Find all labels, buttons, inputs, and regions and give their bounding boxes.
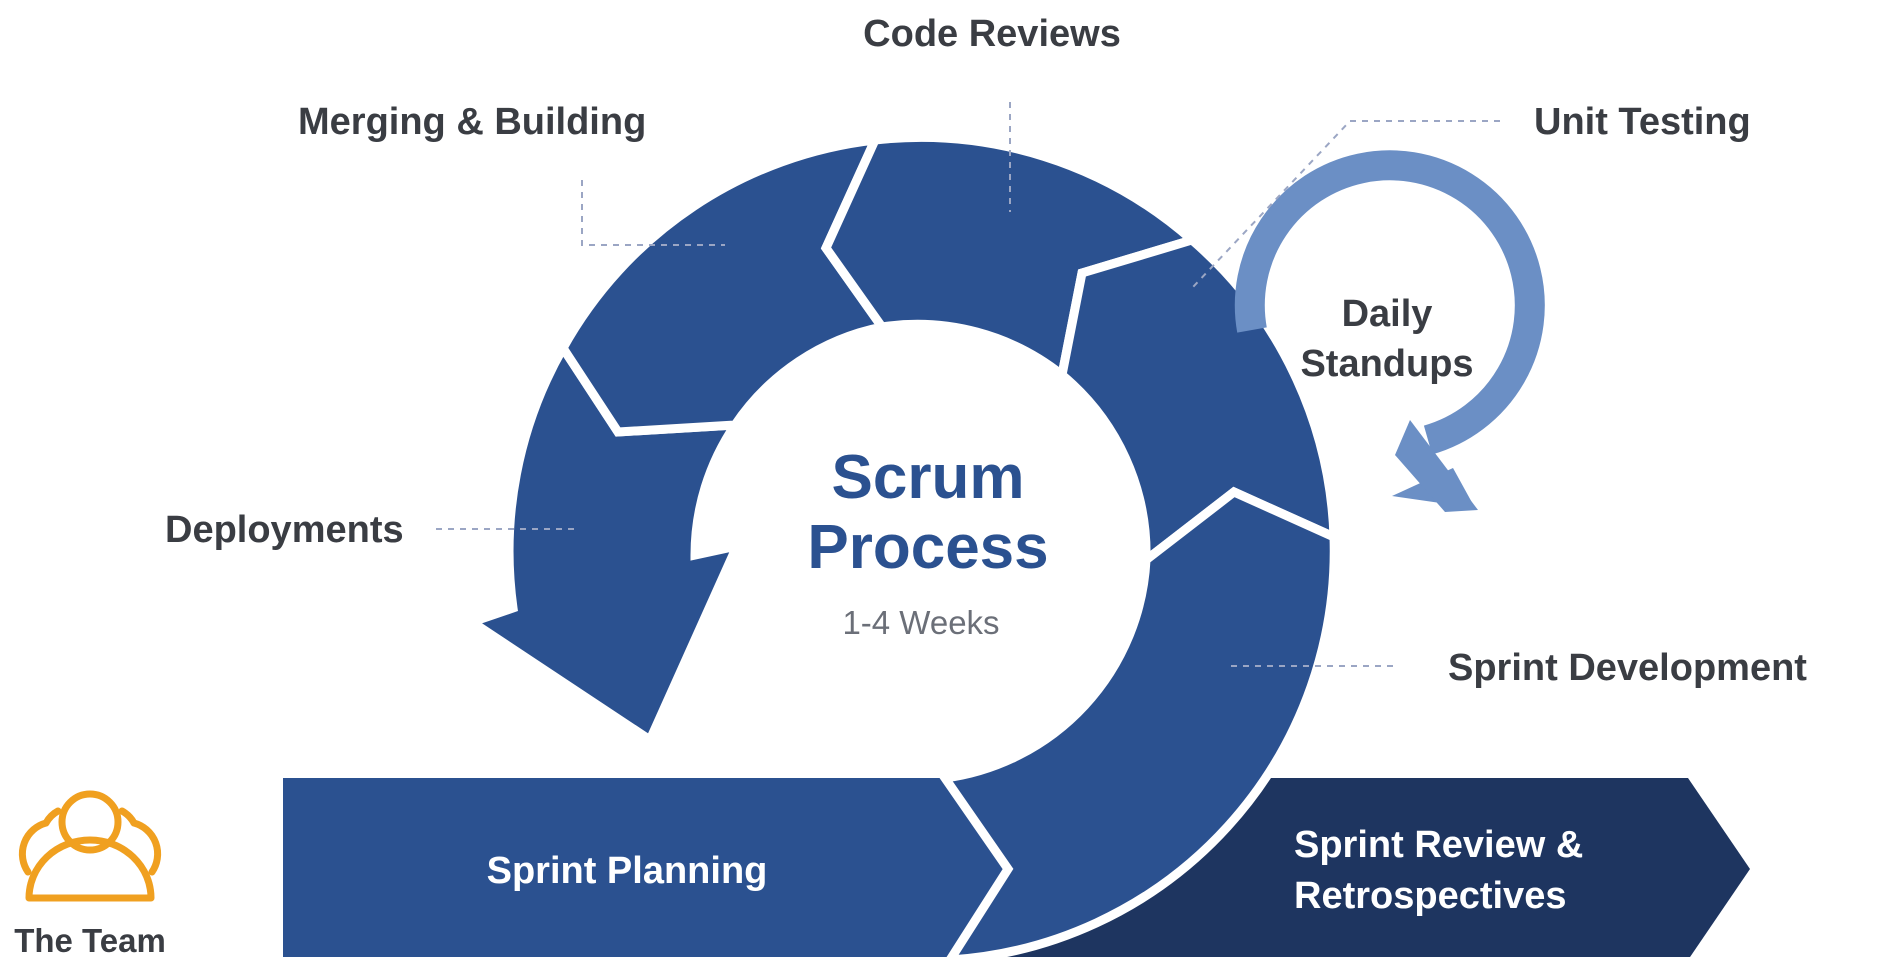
daily-standups-arrow [1234, 150, 1545, 512]
label-daily-standups-line1: Daily [1342, 293, 1433, 335]
label-unit-testing: Unit Testing [1534, 101, 1751, 143]
segment-merging-building [557, 134, 890, 437]
scrum-cycle [461, 132, 1339, 957]
segment-deployments [461, 339, 745, 747]
label-sprint-review-line1: Sprint Review & [1294, 824, 1583, 866]
leader-unit-testing [1192, 120, 1500, 288]
label-code-reviews: Code Reviews [863, 13, 1121, 55]
leader-merging-building [581, 180, 725, 246]
center-title-line2: Process [807, 513, 1048, 582]
segment-sprint-development [937, 486, 1339, 957]
center-duration: 1-4 Weeks [842, 604, 999, 641]
sprint-planning-bar [283, 778, 1008, 957]
leader-lines [436, 102, 1500, 667]
segment-unit-testing [1057, 234, 1339, 570]
label-deployments: Deployments [165, 509, 404, 551]
label-sprint-review-line2: Retrospectives [1294, 875, 1566, 917]
team-icon [18, 790, 162, 902]
label-daily-standups-line2: Standups [1300, 343, 1473, 385]
label-sprint-planning: Sprint Planning [487, 850, 768, 892]
center-title-line1: Scrum [832, 443, 1025, 512]
label-merging-building: Merging & Building [298, 101, 646, 143]
label-sprint-development: Sprint Development [1448, 647, 1807, 689]
team-label: The Team [14, 922, 166, 957]
